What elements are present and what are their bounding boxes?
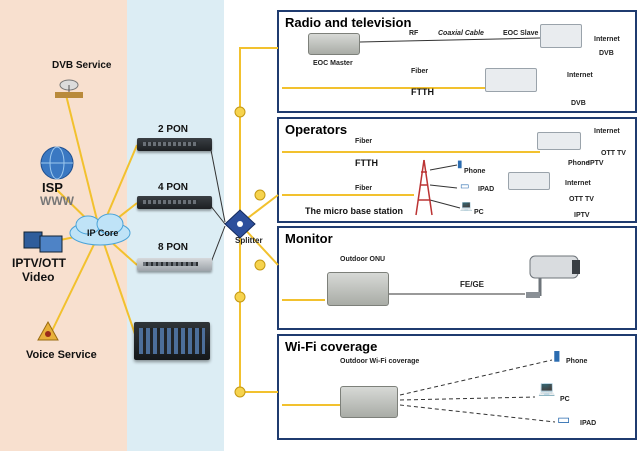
rf-label: RF (409, 30, 419, 37)
radio-fiber-label: Fiber (411, 68, 429, 75)
trunk-wifi (239, 224, 278, 393)
micro-base-station-label: The micro base station (305, 206, 404, 216)
operators-ott-label-2: OTT TV (569, 196, 594, 203)
outdoor-onu-label: Outdoor ONU (340, 256, 386, 263)
wifi-link-pc (399, 396, 536, 401)
link-pc (429, 199, 461, 209)
fiber-line-dvb (65, 94, 101, 233)
wifi-link-phone (399, 359, 553, 396)
operators-iptv-label-2: IPTV (574, 212, 590, 219)
operators-phone-label-2: Phone (568, 160, 590, 167)
coax-line (359, 37, 541, 43)
olt-8-pon (137, 258, 212, 271)
scene-title-monitor: Monitor (285, 231, 333, 246)
olt-chassis (134, 322, 210, 360)
wifi-link-ipad (399, 404, 556, 423)
ip-core-label: IP Core (87, 228, 119, 238)
operators-fiber-label-1: Fiber (355, 138, 373, 145)
eoc-master-label: EOC Master (313, 60, 353, 67)
olt-to-splitter-2 (209, 204, 226, 225)
olt-to-splitter-3 (209, 225, 226, 266)
fiber-coil-marker (254, 189, 266, 201)
olt-to-splitter-1 (209, 144, 226, 223)
radio-internet-label-2: Internet (567, 72, 593, 79)
olt-4-pon (137, 196, 212, 209)
laptop-icon: 💻 (538, 380, 556, 396)
operators-iptv-label-1: IPTV (588, 160, 604, 167)
laptop-icon: 💻 (460, 201, 473, 212)
coax-label: Coaxial Cable (438, 30, 484, 37)
operators-phone-label: Phone (464, 168, 486, 175)
operators-ipad-label: IPAD (478, 186, 495, 193)
radio-ftth-onu (485, 68, 537, 92)
ipad-icon: ▭ (460, 181, 470, 192)
fiber-coil-marker (234, 386, 246, 398)
pon2-label: 2 PON (158, 124, 189, 135)
scene-title-wifi: Wi-Fi coverage (285, 339, 378, 354)
radio-dvb-label-2: DVB (571, 100, 586, 107)
iptv-video-label: Video (22, 270, 55, 284)
dvb-satellite-icon (55, 79, 83, 98)
link-ipad (429, 184, 458, 189)
wifi-pc-label: PC (560, 396, 570, 403)
operators-internet-label-1: Internet (594, 128, 620, 135)
phone-icon: ▮ (457, 159, 463, 170)
link-phone (429, 164, 458, 171)
pon8-label: 8 PON (158, 242, 189, 253)
outdoor-wifi-device (340, 386, 398, 418)
radio-internet-label-1: Internet (594, 36, 620, 43)
isp-label: ISP (42, 180, 63, 195)
wifi-ipad-label: IPAD (580, 420, 597, 427)
voice-service-icon (37, 320, 59, 341)
voice-service-label: Voice Service (26, 349, 97, 361)
phone-icon: ▮ (553, 347, 561, 363)
operators-pc-label: PC (474, 209, 484, 216)
eoc-slave-label: EOC Slave (503, 30, 539, 37)
wifi-phone-label: Phone (566, 358, 588, 365)
splitter-icon (224, 209, 256, 239)
fiber-coil-marker (234, 291, 246, 303)
eoc-master-device (308, 33, 360, 55)
fe-ge-label: FE/GE (460, 280, 485, 289)
iptv-video-icon (23, 231, 63, 253)
micro-base-station-icon (415, 159, 433, 216)
fiber-line-voice (49, 231, 101, 336)
www-label: WWW (40, 194, 74, 208)
iptv-ott-label: IPTV/OTT (12, 256, 66, 270)
trunk-radio (239, 47, 278, 224)
ipad-icon: ▭ (557, 411, 571, 427)
operators-ftth-label: FTTH (355, 158, 378, 168)
radio-ftth-label: FTTH (411, 87, 434, 97)
dvb-service-label: DVB Service (52, 60, 112, 71)
fiber-coil-marker (234, 106, 246, 118)
scene-monitor: Monitor (277, 226, 637, 330)
scene-operators: Operators (277, 117, 637, 223)
scene-title-radio: Radio and television (285, 15, 412, 30)
scene-wifi-coverage: Wi-Fi coverage (277, 334, 637, 440)
scene-radio-television: Radio and television (277, 10, 637, 113)
fiber-coil-marker (254, 259, 266, 271)
operators-onu-2 (508, 172, 550, 190)
operators-internet-label-2: Internet (565, 180, 591, 187)
olt-2-pon (137, 138, 212, 151)
splitter-label: Splitter (235, 236, 263, 245)
security-camera-icon (526, 255, 580, 298)
operators-ott-label-1: OTT TV (601, 150, 626, 157)
olt-side-panel (127, 0, 224, 451)
scene-title-operators: Operators (285, 122, 348, 137)
fiber-line-core-chassis (99, 231, 138, 341)
radio-dvb-label-1: DVB (599, 50, 614, 57)
pon4-label: 4 PON (158, 182, 189, 193)
outdoor-wifi-label: Outdoor Wi-Fi coverage (340, 358, 420, 365)
isp-globe-icon (40, 146, 74, 180)
eoc-slave-device (540, 24, 582, 48)
operators-fiber-label-2: Fiber (355, 185, 373, 192)
operators-onu-1 (537, 132, 581, 150)
outdoor-onu-device (327, 272, 389, 306)
ip-core-cloud-icon (69, 213, 131, 246)
